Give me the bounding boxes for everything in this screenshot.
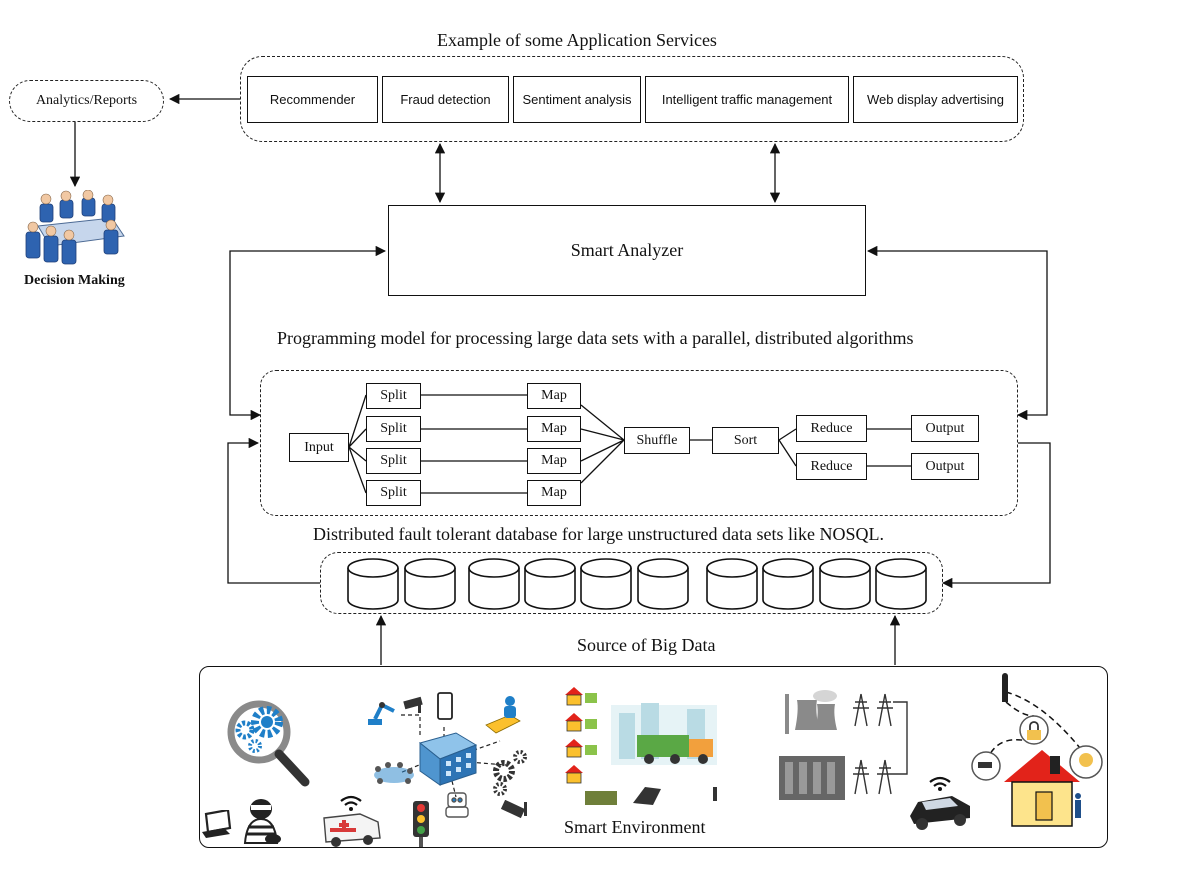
services-container (240, 56, 1024, 142)
service-sentiment-analysis: Sentiment analysis (513, 76, 641, 123)
person-icon (1075, 793, 1081, 818)
db-cylinder-icon (347, 558, 399, 610)
database-cylinders (347, 558, 927, 610)
houses-icon (565, 687, 597, 784)
arrow-database-to-mapreduce (227, 437, 320, 584)
robot-arm-icon (368, 702, 395, 725)
db-cylinder-icon (819, 558, 871, 610)
service-fraud-detection: Fraud detection (382, 76, 509, 123)
remote-worker-icon (485, 696, 521, 734)
smart-environment-label: Smart Environment (564, 817, 706, 837)
ambulance-icon (323, 813, 381, 847)
smart-home-icon (971, 673, 1103, 827)
source-title: Source of Big Data (577, 635, 716, 655)
service-intelligent-traffic-management: Intelligent traffic management (645, 76, 849, 123)
source-panel (199, 666, 1108, 848)
recycling-truck-city-icon (611, 703, 717, 765)
laptop-icon (202, 810, 232, 838)
magnifier-gears-icon (227, 700, 310, 787)
analytics-reports-node: Analytics/Reports (9, 80, 164, 122)
db-cylinder-icon (580, 558, 632, 610)
reduce-node-1: Reduce (796, 415, 867, 442)
db-cylinder-icon (762, 558, 814, 610)
cctv-camera-icon (500, 800, 527, 819)
meeting-table-icon (25, 190, 125, 265)
input-node: Input (289, 433, 349, 462)
power-substation-icon (779, 756, 845, 800)
gears-icon (493, 750, 527, 796)
programming-model-caption: Programming model for processing large d… (277, 328, 914, 348)
robot-icon (445, 792, 469, 818)
map-node-4: Map (527, 480, 581, 506)
db-cylinder-icon (706, 558, 758, 610)
db-cylinder-icon (468, 558, 520, 610)
input-to-split-lines (348, 394, 367, 494)
arrow-mapreduce-to-database (941, 442, 1051, 589)
map-node-1: Map (527, 383, 581, 409)
split-node-2: Split (366, 416, 421, 442)
sort-to-reduce-lines (778, 428, 797, 467)
output-node-1: Output (911, 415, 979, 442)
reduce-node-2: Reduce (796, 453, 867, 480)
thief-icon (243, 799, 281, 844)
transmission-tower-icon (853, 693, 908, 795)
traffic-light-icon (413, 801, 429, 847)
arrow-analyzer-mapreduce-left (229, 245, 387, 421)
power-plant-icon (779, 690, 908, 800)
map-node-2: Map (527, 416, 581, 442)
db-cylinder-icon (637, 558, 689, 610)
antenna-icon (1002, 673, 1008, 702)
split-to-map-lines (421, 394, 527, 494)
shuffle-node: Shuffle (624, 427, 690, 454)
db-cylinder-icon (404, 558, 456, 610)
split-node-3: Split (366, 448, 421, 474)
map-to-shuffle-lines (580, 404, 625, 484)
split-node-4: Split (366, 480, 421, 506)
cctv-camera-icon (403, 696, 423, 713)
split-node-1: Split (366, 383, 421, 409)
decision-making-label: Decision Making (24, 273, 125, 288)
map-node-3: Map (527, 448, 581, 474)
mapreduce-container (260, 370, 1018, 516)
police-car-icon (910, 776, 970, 830)
smart-analyzer-box: Smart Analyzer (388, 205, 866, 296)
sort-node: Sort (712, 427, 779, 454)
db-cylinder-icon (524, 558, 576, 610)
smartphone-icon (437, 692, 453, 720)
output-node-2: Output (911, 453, 979, 480)
meeting-icon (374, 762, 414, 784)
nosql-database-container (320, 552, 943, 614)
smart-environment-icon (565, 687, 717, 805)
iot-building-network-icon (368, 692, 527, 818)
services-title: Example of some Application Services (437, 30, 717, 50)
wifi-icon (340, 795, 362, 811)
arrow-analyzer-mapreduce-right (866, 245, 1048, 421)
service-web-display-advertising: Web display advertising (853, 76, 1018, 123)
database-caption: Distributed fault tolerant database for … (313, 524, 884, 544)
service-recommender: Recommender (247, 76, 378, 123)
reduce-to-output-lines (867, 428, 911, 467)
db-cylinder-icon (875, 558, 927, 610)
